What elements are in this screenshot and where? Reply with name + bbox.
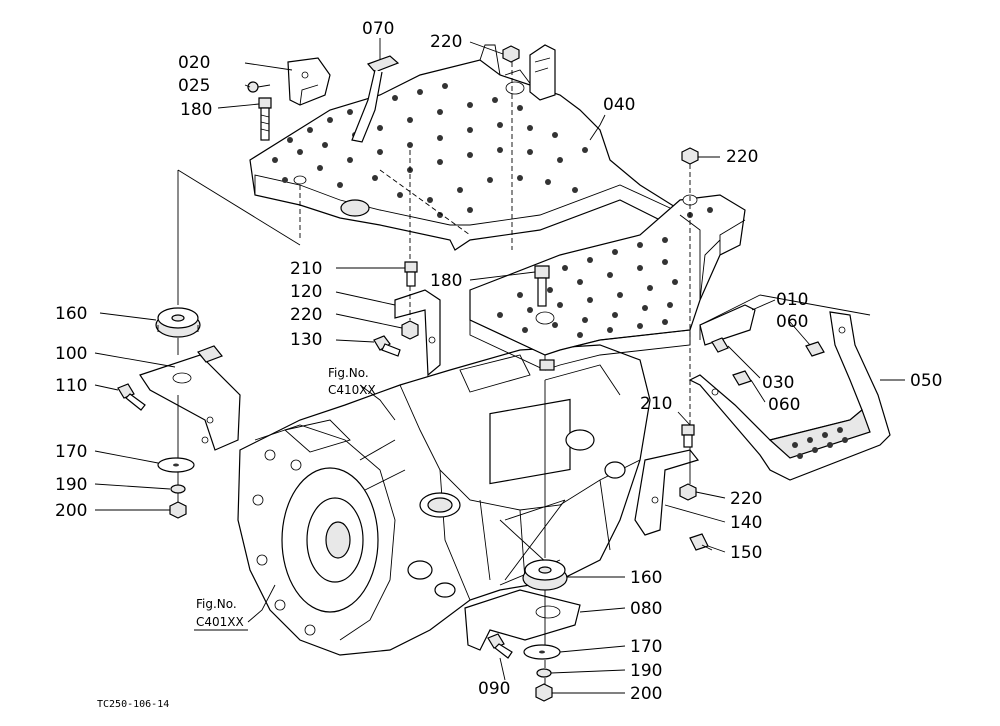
bolt-030: [711, 337, 729, 353]
bolt-150: [689, 533, 713, 551]
washer-190-lower: [536, 668, 552, 678]
label-025: 025: [178, 76, 210, 96]
stud-210-left: [404, 261, 418, 287]
label-060-lower: 060: [768, 395, 800, 415]
label-160-lower: 160: [630, 568, 662, 588]
lever-070: [351, 55, 400, 143]
label-110: 110: [55, 376, 87, 396]
part-labels: 020 025 180 070 220 040 220 210 120 220 …: [55, 19, 942, 704]
washer-170-left: [157, 457, 195, 473]
figure-reference-c401: Fig.No. C401XX: [194, 597, 248, 631]
bracket-080: [464, 589, 581, 651]
fig-c401-label: Fig.No.: [196, 597, 237, 611]
label-090: 090: [478, 679, 510, 699]
fig-c410-label: Fig.No.: [328, 366, 369, 380]
label-020: 020: [178, 53, 210, 73]
bolt-130: [373, 335, 401, 357]
bolt-110: [117, 383, 146, 411]
plate-holes-right: [497, 207, 713, 338]
label-060-upper: 060: [776, 312, 808, 332]
fig-c410-code: C410XX: [328, 383, 376, 397]
rubber-mount-160-left: [155, 307, 201, 338]
label-180-upper: 180: [180, 100, 212, 120]
bolt-060-lower: [732, 370, 752, 386]
label-050: 050: [910, 371, 942, 391]
label-120: 120: [290, 282, 322, 302]
fig-c401-code: C401XX: [196, 615, 244, 629]
nut-220-right: [681, 147, 699, 165]
label-080: 080: [630, 599, 662, 619]
label-180-lower: 180: [430, 271, 462, 291]
label-220-top: 220: [430, 32, 462, 52]
nut-200-left: [169, 501, 187, 519]
label-170-left: 170: [55, 442, 87, 462]
nut-220-mid: [401, 320, 419, 340]
bolt-025: [247, 81, 271, 93]
drawing-code: TC250-106-14: [97, 699, 169, 710]
label-150: 150: [730, 543, 762, 563]
washer-170-lower: [523, 644, 561, 660]
nut-220-top: [502, 45, 520, 63]
bracket-010: [699, 304, 756, 346]
bolt-090: [487, 633, 513, 659]
bolt-060-upper: [805, 341, 825, 357]
label-140: 140: [730, 513, 762, 533]
nut-200-lower: [535, 683, 553, 702]
step-050: [688, 311, 891, 481]
bracket-020: [287, 57, 331, 106]
rubber-mount-160-lower: [522, 559, 568, 591]
label-130: 130: [290, 330, 322, 350]
label-200-lower: 200: [630, 684, 662, 704]
label-220-right: 220: [726, 147, 758, 167]
bracket-140: [634, 449, 700, 536]
floor-plate-right: [469, 194, 746, 371]
label-030: 030: [762, 373, 794, 393]
label-190-lower: 190: [630, 661, 662, 681]
bracket-120: [394, 289, 441, 377]
nut-220-lower: [679, 483, 697, 501]
label-200-left: 200: [55, 501, 87, 521]
label-040: 040: [603, 95, 635, 115]
figure-reference-c410: Fig.No. C410XX: [328, 366, 376, 397]
assembly-lines: [177, 62, 871, 684]
bracket-rear-left: [529, 44, 556, 101]
washer-190-left: [170, 484, 186, 494]
label-210-left: 210: [290, 259, 322, 279]
bracket-100: [139, 345, 241, 451]
transmission-housing: [237, 344, 651, 656]
label-010: 010: [776, 290, 808, 310]
label-210-right: 210: [640, 394, 672, 414]
label-170-lower: 170: [630, 637, 662, 657]
label-100: 100: [55, 344, 87, 364]
label-220-mid: 220: [290, 305, 322, 325]
bolt-180-upper: [258, 97, 272, 141]
label-220-lower: 220: [730, 489, 762, 509]
stud-210-right: [681, 424, 695, 448]
bolt-180-lower: [534, 265, 550, 307]
label-190-left: 190: [55, 475, 87, 495]
label-160-left: 160: [55, 304, 87, 324]
label-070: 070: [362, 19, 394, 39]
leader-lines: [94, 38, 905, 694]
